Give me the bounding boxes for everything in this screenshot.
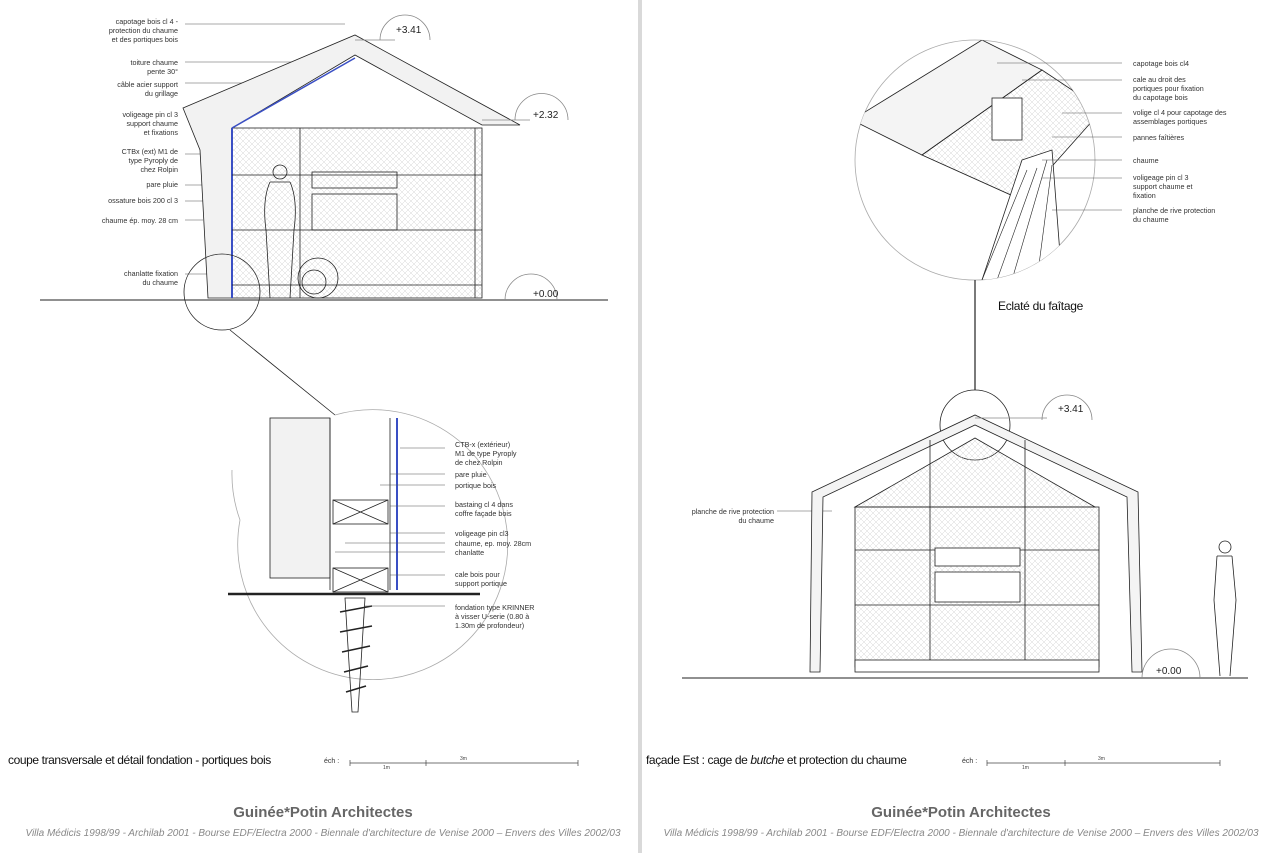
elevation-marker: +0.00 (533, 289, 559, 300)
caption-text: et protection du chaume (783, 753, 907, 767)
detail-label: fondation type KRINNER à visser U-serie … (455, 603, 535, 630)
detail-title: Eclaté du faîtage (998, 299, 1083, 313)
detail-label: pare pluie (455, 470, 487, 479)
label-capotage: capotage bois cl 4 - protection du chaum… (108, 17, 178, 44)
scale-tick: 1m (383, 765, 390, 771)
facade-drawing (682, 39, 1248, 766)
detail-label: chaume (1133, 156, 1159, 165)
drawing-caption: façade Est : cage de butche et protectio… (646, 753, 907, 767)
label-ossature: ossature bois 200 cl 3 (108, 196, 178, 205)
page-divider (638, 0, 642, 853)
scale-bar (986, 760, 1221, 766)
label-voligeage: voligeage pin cl 3 support chaume et fix… (122, 110, 178, 137)
firm-name: Guinée*Potin Architectes (233, 804, 413, 821)
detail-label: pannes faîtières (1133, 133, 1185, 142)
detail-label: cale au droit des portiques pour fixatio… (1133, 75, 1204, 102)
human-figure-icon (1213, 540, 1237, 677)
label-planche-de-rive: planche de rive protection du chaume (691, 507, 774, 525)
scale-tick: 1m (1022, 765, 1029, 771)
scale-label: éch : (962, 758, 978, 765)
elevation-marker: +3.41 (1058, 404, 1084, 415)
facade-drawing-panel: capotage bois cl4 cale au droit des port… (642, 0, 1280, 853)
drawing-caption: coupe transversale et détail fondation -… (8, 753, 271, 767)
scale-label: éch : (324, 758, 340, 765)
section-drawing-panel: capotage bois cl 4 - protection du chaum… (0, 0, 638, 853)
label-cable: câble acier support du grillage (117, 80, 178, 98)
section-drawing (40, 14, 608, 766)
elevation-marker: +2.32 (533, 110, 559, 121)
detail-label: cale bois pour support portique (455, 570, 507, 588)
caption-emphasis: butche (750, 753, 784, 767)
detail-label: volige cl 4 pour capotage des assemblage… (1133, 108, 1227, 126)
detail-label: CTB-x (extérieur) M1 de type Pyroply de … (455, 440, 517, 467)
detail-label: voligeage pin cl3 (455, 529, 509, 538)
credits: Villa Médicis 1998/99 - Archilab 2001 - … (25, 828, 621, 839)
label-pare-pluie: pare pluie (146, 180, 178, 189)
label-toiture: toiture chaume pente 30° (130, 58, 178, 76)
label-ctbx: CTBx (ext) M1 de type Pyroply de chez Ro… (121, 147, 178, 174)
scale-bar (349, 760, 579, 766)
human-figure-icon (264, 164, 296, 299)
detail-label: chanlatte (455, 548, 485, 557)
detail-label: chaume, ep. moy. 28cm (455, 539, 532, 548)
label-chanlatte: chanlatte fixation du chaume (124, 269, 178, 287)
elevation-marker: +3.41 (396, 25, 422, 36)
detail-label: voligeage pin cl 3 support chaume et fix… (1133, 173, 1193, 200)
credits: Villa Médicis 1998/99 - Archilab 2001 - … (663, 828, 1259, 839)
detail-label: planche de rive protection du chaume (1133, 206, 1216, 224)
caption-text: façade Est : cage de (646, 753, 751, 767)
scale-tick: 3m (460, 756, 467, 762)
scale-tick: 3m (1098, 756, 1105, 762)
detail-label: portique bois (455, 481, 497, 490)
detail-label: bastaing cl 4 dans coffre façade bois (455, 500, 513, 518)
detail-label: capotage bois cl4 (1133, 59, 1189, 68)
elevation-marker: +0.00 (1156, 666, 1182, 677)
label-chaume: chaume ép. moy. 28 cm (101, 216, 178, 225)
firm-name: Guinée*Potin Architectes (871, 804, 1051, 821)
